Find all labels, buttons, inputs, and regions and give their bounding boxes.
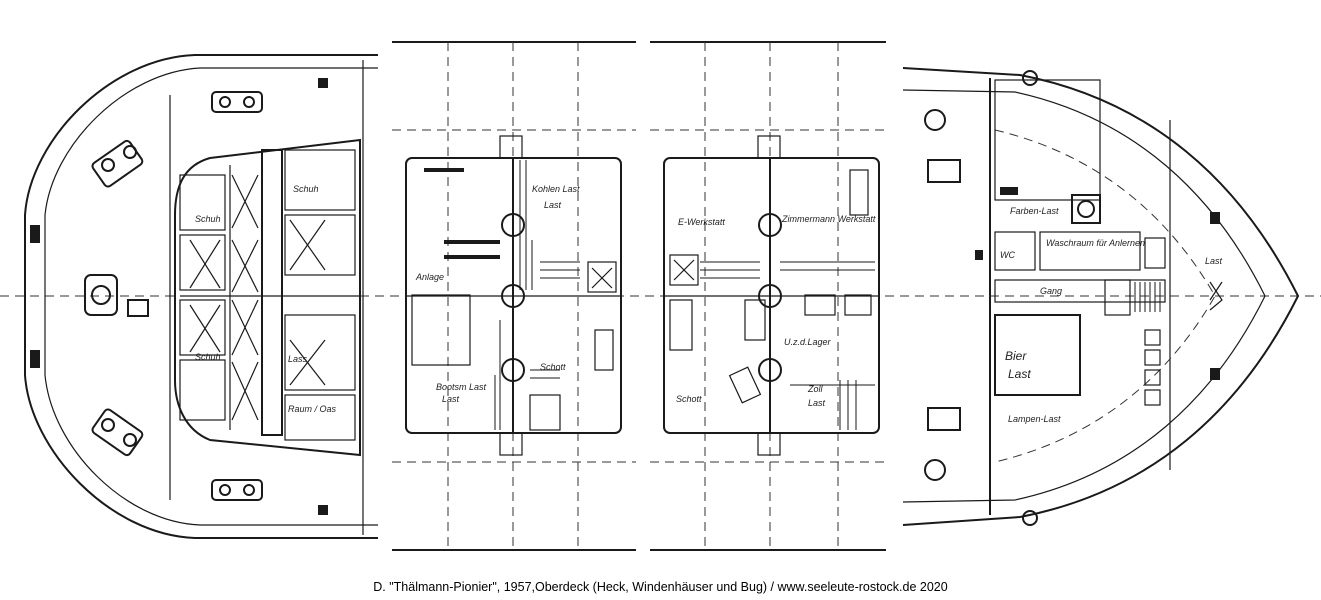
stern-label-lass: Lass [288, 354, 308, 364]
stern-hull-outline [24, 54, 378, 539]
winch2-label-lager: U.z.d.Lager [784, 337, 832, 347]
bow-label-gang: Gang [1040, 286, 1062, 296]
deck-plan-drawing: Schuh Schuh Schuh Lass Raum / Oas [0, 41, 1321, 551]
bow-label-lampen-last: Lampen-Last [1008, 414, 1061, 424]
winch2-label-last: Last [808, 398, 826, 408]
bow-label-waschraum: Waschraum für Anlernen [1046, 238, 1145, 248]
bow-label-last-right: Last [1205, 256, 1223, 266]
bow-label-wc: WC [1000, 250, 1015, 260]
winch1-label-anlage: Anlage [415, 272, 444, 282]
bow-inner-hull [902, 89, 1266, 503]
winch1-label-last-bottom: Last [442, 394, 460, 404]
bow-label-bier: Bier [1005, 349, 1027, 363]
stern-label-schuh-top: Schuh [195, 214, 221, 224]
winch-house-1-section: Anlage Last Kohlen Last Bootsm Last Last… [392, 41, 636, 551]
bow-section: Farben-Last WC Waschraum für Anlernen Ga… [902, 67, 1300, 526]
winch1-label-kettenlast: Kohlen Last [532, 184, 580, 194]
bow-hull-outline [902, 67, 1300, 526]
winch-house-2-section: E-Werkstatt Zimmermann Werkstatt U.z.d.L… [650, 41, 886, 551]
bow-label-bier-last: Last [1008, 367, 1031, 381]
bow-label-farben-last: Farben-Last [1010, 206, 1059, 216]
winch1-label-schott: Schott [540, 362, 566, 372]
stern-label-schuh-right: Schuh [293, 184, 319, 194]
stern-section: Schuh Schuh Schuh Lass Raum / Oas [24, 54, 378, 539]
winch2-label-schott: Schott [676, 394, 702, 404]
stern-label-raum: Raum / Oas [288, 404, 337, 414]
stern-deckhouse [174, 138, 361, 457]
stern-inner-hull [44, 67, 378, 526]
winch1-label-bootslast: Bootsm Last [436, 382, 487, 392]
winch2-label-e-werkstatt: E-Werkstatt [678, 217, 725, 227]
winch1-label-last-top: Last [544, 200, 562, 210]
winch2-label-zimmermann: Zimmermann Werkstatt [781, 214, 876, 224]
figure-caption: D. "Thälmann-Pionier", 1957,Oberdeck (He… [373, 580, 948, 594]
stern-label-schuh-bottom: Schuh [195, 352, 221, 362]
winch2-label-zoll: Zoll [807, 384, 824, 394]
